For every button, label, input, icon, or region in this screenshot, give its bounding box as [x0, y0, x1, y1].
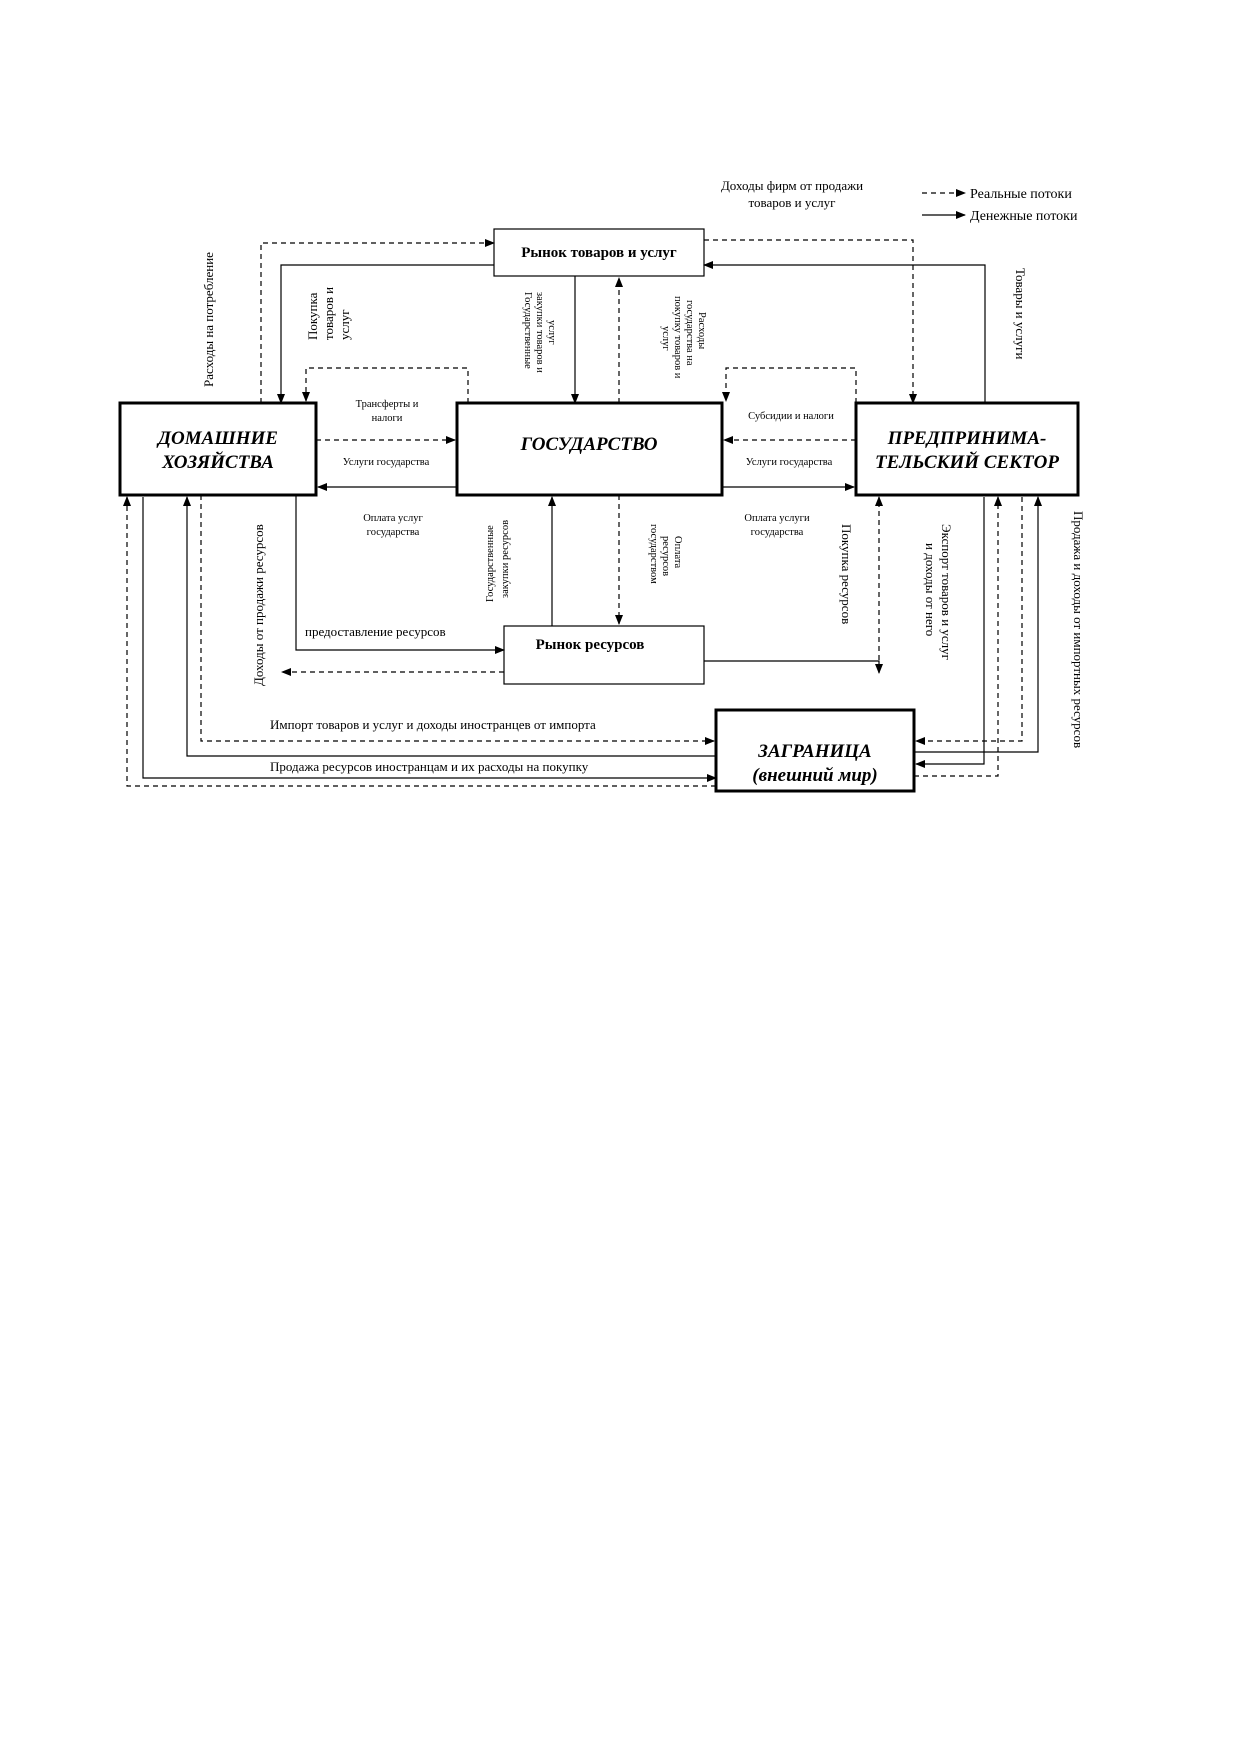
resource-market-title: Рынок ресурсов: [536, 637, 645, 653]
transfers-label-line2: налоги: [372, 413, 403, 424]
purchase-goods-label-line3: услуг: [337, 309, 352, 340]
purchase-goods-label-line1: Покупка: [305, 292, 320, 340]
gov-purchases-goods-label-line1: Государственные: [522, 292, 533, 369]
provision-resources-label: предоставление ресурсов: [305, 624, 446, 639]
gov-services-right-label: Услуги государства: [746, 457, 833, 468]
resource-payment-label-line3: государством: [648, 524, 659, 584]
resource-sale-foreign-label: Продажа ресурсов иностранцам и их расход…: [270, 759, 589, 774]
resource-payment-label-line1: Оплата: [672, 536, 683, 569]
subsidies-label: Субсидии и налоги: [748, 411, 834, 422]
import-resources-payment-arrow: [914, 496, 1042, 753]
subsidies-arrow: [722, 367, 857, 403]
payment-left-label-line1: Оплата услуг: [363, 513, 423, 524]
legend-real-label: Реальные потоки: [970, 187, 1072, 202]
export-income-arrow: [915, 497, 985, 768]
foreign-title-line2: (внешний мир): [752, 765, 877, 786]
foreign-title-line1: ЗАГРАНИЦА: [757, 741, 871, 762]
resource-purchase-label: Покупка ресурсов: [839, 524, 854, 624]
households-title-line1: ДОМАШНИЕ: [156, 428, 278, 449]
export-label-line1: Экспорт товаров и услуг: [939, 524, 954, 660]
gov-spending-goods-label-line3: покупку товаров и: [672, 296, 683, 379]
gov-purchases-resources-label-line1: Государственные: [485, 525, 496, 602]
gov-purchases-resources-label-line2: закупки ресурсов: [500, 520, 511, 598]
resource-purchase-arrow: [704, 660, 883, 674]
gov-purchases-goods-label-line2: закупки товаров и: [534, 292, 545, 373]
business-title-line2: ТЕЛЬСКИЙ СЕКТОР: [875, 450, 1059, 473]
payment-right-label-line1: Оплата услуги: [744, 513, 810, 524]
firm-income-label-line2: товаров и услуг: [749, 195, 836, 210]
purchase-goods-label-line2: товаров и: [321, 287, 336, 340]
import-resources-arrow: [915, 497, 1023, 745]
business-box: [854, 401, 1080, 497]
foreign-box: [714, 708, 916, 793]
import-resources-label: Продажа и доходы от импортных ресурсов: [1071, 511, 1086, 748]
export-label-line2: и доходы от него: [923, 543, 938, 636]
government-box: [455, 401, 724, 497]
resource-income-arrow: [295, 495, 505, 654]
firm-income-arrow: [704, 239, 917, 404]
resource-sale-foreign-arrow: [142, 497, 717, 782]
payment-left-label-line2: государства: [367, 527, 420, 538]
households-title-line2: ХОЗЯЙСТВА: [161, 450, 274, 473]
purchase-goods-arrow: [277, 264, 494, 404]
import-payment-arrow: [183, 496, 716, 757]
goods-market-title: Рынок товаров и услуг: [521, 245, 677, 261]
transfers-label-line1: Трансферты и: [356, 399, 419, 410]
households-box: [118, 401, 318, 497]
payment-right-label-line2: государства: [751, 527, 804, 538]
foreign-spending-arrow: [123, 496, 716, 787]
goods-market-box: [493, 228, 705, 277]
gov-services-left-label: Услуги государства: [343, 457, 430, 468]
gov-spending-goods-label-line2: государства на: [684, 300, 695, 366]
import-goods-arrow: [200, 495, 715, 745]
gov-spending-goods-label-line1: Расходы: [696, 312, 707, 349]
goods-services-label: Товары и услуги: [1013, 268, 1028, 359]
legend-money-label: Денежные потоки: [970, 209, 1078, 224]
goods-services-arrow: [703, 261, 986, 403]
consumption-flow-arrow: [260, 239, 495, 403]
consumption-label: Расходы на потребление: [201, 252, 216, 387]
gov-purchases-goods-label-line3: услуг: [546, 320, 557, 345]
import-goods-label: Импорт товаров и услуг и доходы иностран…: [270, 717, 596, 732]
gov-spending-goods-label-line4: услуг: [660, 326, 671, 351]
transfers-arrow: [302, 367, 469, 403]
firm-income-label-line1: Доходы фирм от продажи: [721, 178, 863, 193]
resource-market-box: [503, 625, 705, 685]
resource-income-label: Доходы от продажи ресурсов: [251, 524, 266, 686]
export-arrow: [914, 496, 1002, 777]
business-title-line1: ПРЕДПРИНИМА-: [887, 428, 1047, 449]
resource-payment-label-line2: ресурсов: [660, 536, 671, 576]
government-title: ГОСУДАРСТВО: [520, 434, 658, 455]
